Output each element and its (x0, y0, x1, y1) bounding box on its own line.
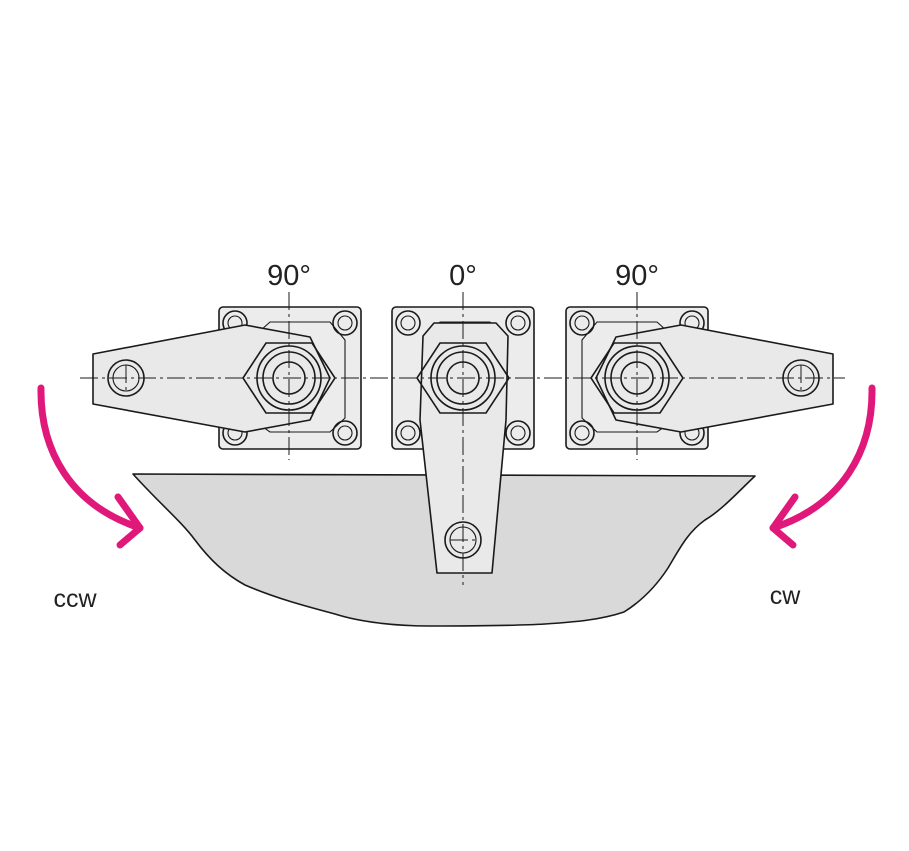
clamp-center-arm (419, 322, 509, 574)
curved-arrow-ccw-icon (37, 384, 144, 549)
angle-label-right: 90° (615, 260, 659, 292)
center-lines (80, 292, 845, 585)
direction-label-cw: cw (770, 582, 802, 610)
clamp-left-bolts (222, 310, 358, 446)
direction-label-ccw: ccw (53, 585, 97, 613)
clamp-center-bolts (395, 310, 531, 446)
angle-label-left: 90° (267, 260, 311, 292)
angle-label-center: 0° (449, 260, 477, 292)
clamp-center (391, 306, 535, 574)
curved-arrow-cw-icon (769, 384, 876, 549)
